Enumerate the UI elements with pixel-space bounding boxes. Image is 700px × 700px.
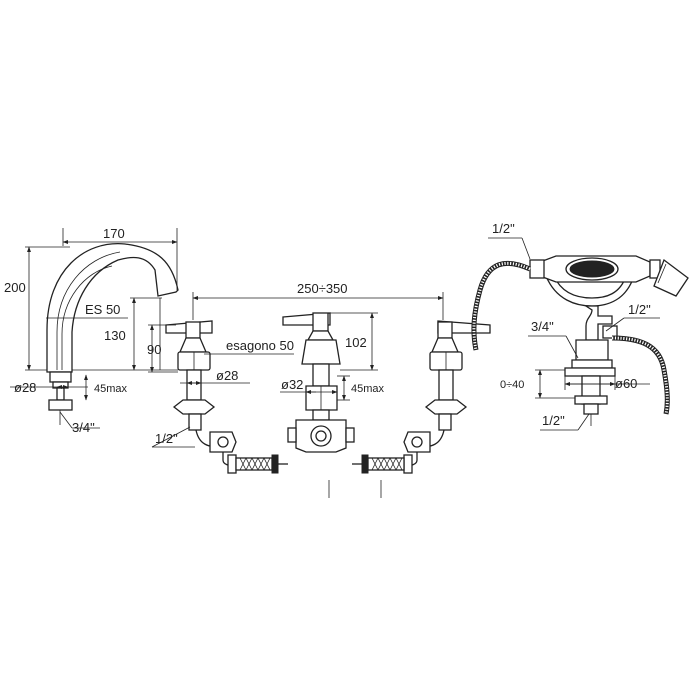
left-valve (165, 320, 288, 474)
spout-base-dia-label: ø28 (14, 380, 36, 395)
shower-side-thread-label: 1/2" (628, 302, 651, 317)
mixer-spacing-label: 250÷350 (297, 281, 348, 296)
valve-thread-label: 1/2" (155, 431, 178, 446)
spout-height-label: 200 (4, 280, 26, 295)
hex-label: esagono 50 (226, 338, 294, 353)
spout-outlet-height-label: 130 (104, 328, 126, 343)
valve-dia-label: ø28 (216, 368, 238, 383)
centre-dia-label: ø32 (281, 377, 303, 392)
centre-thickness-label: 45max (351, 383, 385, 395)
spout-thickness-label: 45max (94, 383, 128, 395)
shower-bottom-thread-label: 1/2" (542, 413, 565, 428)
right-valve (352, 320, 491, 474)
shower-dimensions: 1/2" 1/2" 3/4" 0÷40 ø60 1/2" (488, 221, 660, 431)
shower-body-thread-label: 3/4" (531, 319, 554, 334)
spout-body (46, 243, 179, 373)
shower-head (653, 258, 689, 297)
hand-shower (529, 255, 689, 426)
shower-hoses (471, 260, 670, 415)
mixer-spacing-dimension: 250÷350 (192, 281, 444, 320)
shower-adjust-label: 0÷40 (500, 379, 524, 391)
centre-body (282, 312, 382, 498)
shower-base-dia-label: ø60 (615, 376, 637, 391)
spout-es-label: ES 50 (85, 302, 120, 317)
spout (46, 243, 179, 425)
handset-grip-icon (569, 260, 615, 278)
spout-width-label: 170 (103, 226, 125, 241)
mixer-dimensions: 90 esagono 50 ø28 1/2" ø32 45max 102 (147, 312, 385, 448)
spout-thread-label: 3/4" (72, 420, 95, 435)
handle-height-label: 90 (147, 342, 161, 357)
shower-top-thread-label: 1/2" (492, 221, 515, 236)
centre-height-label: 102 (345, 335, 367, 350)
spout-dimensions: 170 200 130 ES 50 ø28 45max 3/4" (4, 226, 178, 435)
